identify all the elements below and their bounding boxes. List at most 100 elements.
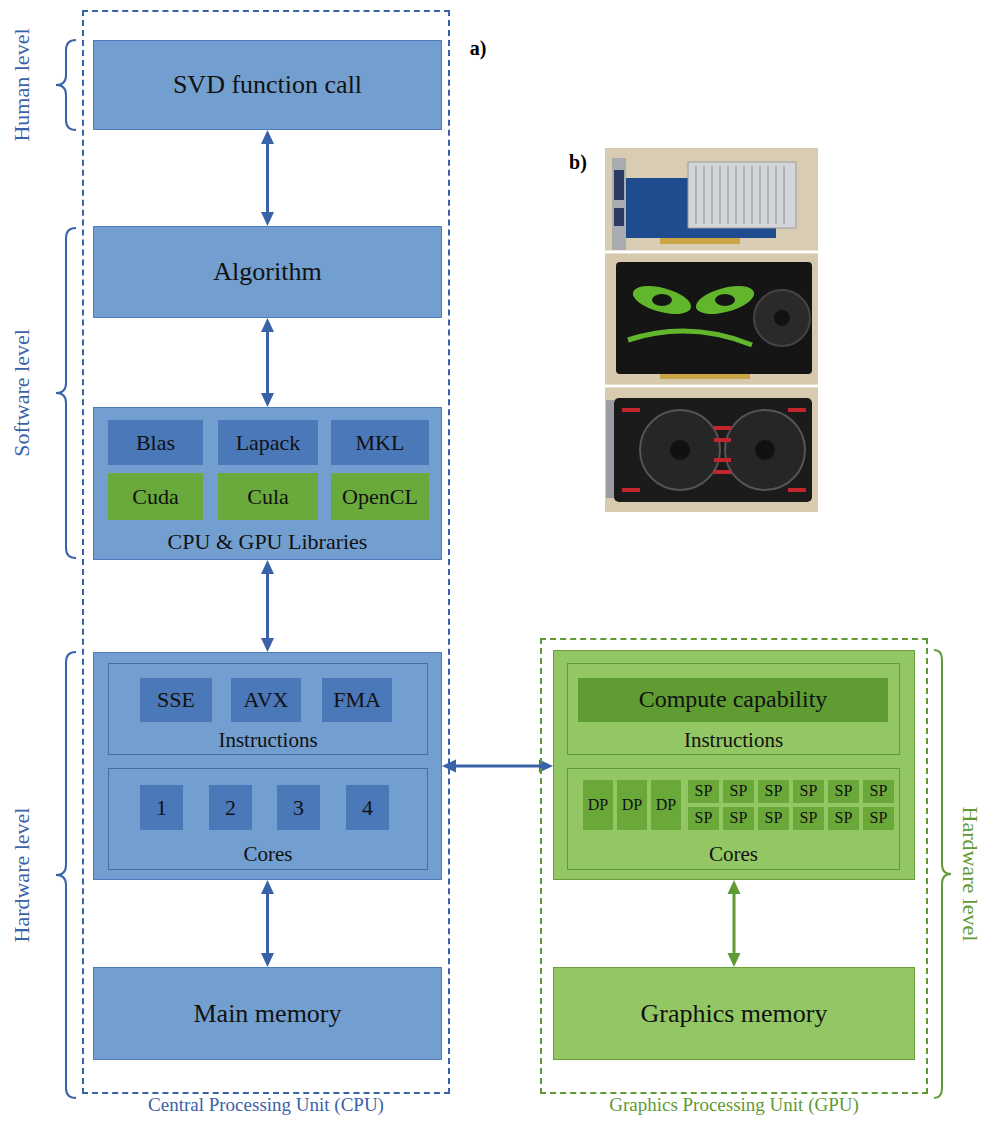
level-label: Hardware level	[10, 808, 34, 943]
photo-ground	[605, 148, 818, 512]
region-caption: Graphics Processing Unit (GPU)	[609, 1094, 859, 1115]
photo-ground	[605, 254, 818, 384]
process-box: Algorithm	[93, 226, 442, 318]
heatsink-fins	[696, 166, 784, 224]
component-box: AVX	[231, 678, 301, 722]
group-title: Cores	[568, 842, 899, 866]
card-graphic	[693, 281, 757, 320]
box-label: Blas	[136, 430, 175, 455]
curly-bracket	[56, 228, 76, 558]
group-panel: Cores 1 2 3 4	[108, 768, 428, 870]
box-label: Graphics memory	[640, 999, 827, 1029]
connector-arrow	[261, 318, 274, 407]
box-label: Compute capability	[639, 686, 828, 714]
box-label: Main memory	[193, 999, 341, 1029]
photo-ground	[605, 388, 818, 512]
group-panel: InstructionsCompute capabilityCoresDPDPD…	[553, 650, 915, 880]
heatsink	[688, 162, 796, 228]
core-box: SP	[793, 807, 824, 830]
arrowhead	[261, 638, 274, 652]
group-panel: CPU & GPU LibrariesBlasLapackMKLCudaCula…	[93, 407, 442, 560]
card-connector	[614, 170, 624, 200]
curly-bracket	[934, 650, 951, 1098]
core-box: SP	[723, 780, 754, 803]
card-graphic	[715, 294, 735, 306]
arrowhead	[261, 130, 274, 144]
connector-arrow	[261, 130, 274, 226]
core-box: DP	[651, 780, 681, 830]
connector-arrow	[261, 560, 274, 652]
arrowhead	[261, 212, 274, 226]
arrowhead	[261, 318, 274, 332]
box-label: SP	[730, 782, 748, 800]
arrowhead	[261, 560, 274, 574]
group-title: CPU & GPU Libraries	[94, 529, 441, 554]
panel-letter: b)	[569, 151, 587, 173]
box-label: 4	[362, 795, 373, 820]
core-box: SP	[758, 807, 789, 830]
photo-divider	[605, 251, 818, 254]
component-box: Blas	[108, 420, 203, 465]
component-box: 3	[277, 785, 320, 830]
card-stripes	[622, 410, 806, 490]
box-label: SP	[835, 809, 853, 827]
core-box: DP	[617, 780, 647, 830]
box-label: 2	[225, 795, 236, 820]
box-label: SP	[835, 782, 853, 800]
gold-fingers	[660, 238, 740, 244]
core-box: SP	[758, 780, 789, 803]
core-box: SP	[828, 807, 859, 830]
connector-line	[266, 329, 269, 396]
region-caption: Central Processing Unit (CPU)	[141, 1094, 391, 1115]
box-label: SP	[870, 809, 888, 827]
connector-line	[266, 141, 269, 215]
curly-bracket	[56, 40, 76, 130]
gpu-region: Graphics Processing Unit (GPU)Instructio…	[540, 638, 928, 1094]
box-label: SP	[800, 809, 818, 827]
component-box: FMA	[322, 678, 392, 722]
connector-line	[453, 765, 542, 768]
level-label: Software level	[10, 329, 34, 457]
box-label: SP	[765, 782, 783, 800]
gpu-library-box: OpenCL	[331, 473, 429, 520]
group-panel: InstructionsCompute capability	[567, 663, 900, 755]
connector-line	[733, 891, 736, 956]
box-label: Lapack	[236, 430, 301, 455]
box-label: Cuda	[132, 484, 178, 509]
fan-hub	[755, 440, 775, 460]
connector-arrow	[728, 880, 741, 967]
box-label: SP	[695, 809, 713, 827]
box-label: SSE	[157, 687, 195, 712]
photo-divider	[605, 385, 818, 388]
group-panel: CoresDPDPDPSPSPSPSPSPSPSPSPSPSPSPSP	[567, 768, 900, 870]
photo-ground	[605, 148, 818, 252]
box-label: OpenCL	[342, 484, 418, 509]
box-label: 1	[156, 795, 167, 820]
box-label: SP	[870, 782, 888, 800]
box-label: SP	[800, 782, 818, 800]
card-bracket	[606, 400, 614, 498]
level-label: Hardware level	[958, 807, 982, 942]
component-box: MKL	[331, 420, 429, 465]
box-label: DP	[622, 796, 642, 814]
fan-hub	[774, 310, 790, 326]
level-label: Human level	[10, 28, 34, 141]
group-title: Instructions	[109, 728, 427, 752]
gold-fingers	[660, 374, 750, 379]
box-label: MKL	[356, 430, 405, 455]
arrowhead	[261, 953, 274, 967]
core-box: SP	[688, 807, 719, 830]
component-box: Lapack	[218, 420, 318, 465]
process-box: Graphics memory	[553, 967, 915, 1060]
box-label: FMA	[333, 687, 381, 712]
box-label: AVX	[244, 687, 289, 712]
gpu-library-box: Cuda	[108, 473, 203, 520]
fan-hub	[670, 440, 690, 460]
core-box: SP	[863, 807, 894, 830]
component-box: 1	[140, 785, 183, 830]
cpu-region: Central Processing Unit (CPU)SVD functio…	[82, 10, 450, 1094]
core-box: SP	[688, 780, 719, 803]
group-title: Cores	[109, 842, 427, 866]
connector-arrow	[442, 760, 553, 773]
